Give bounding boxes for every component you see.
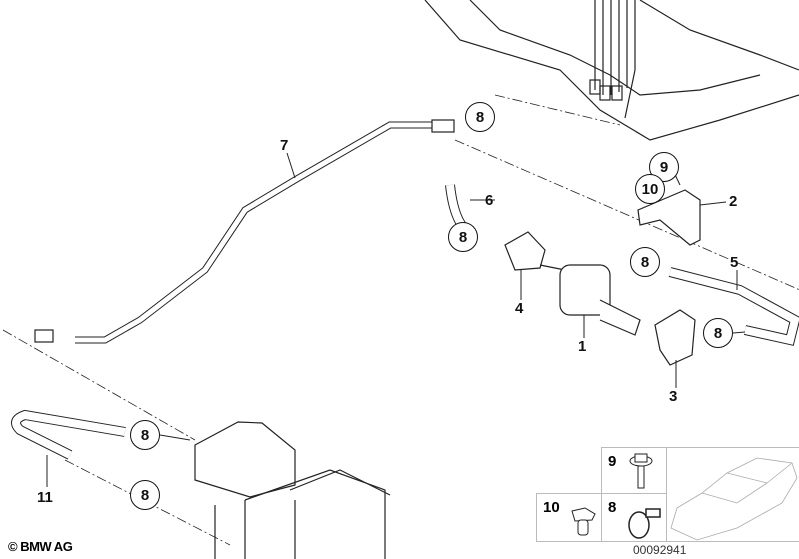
- callout-8-clamp[interactable]: 8: [130, 420, 160, 450]
- bracket-4: [504, 231, 546, 271]
- legend-number: 8: [608, 499, 617, 516]
- callout-3[interactable]: 3: [669, 388, 678, 405]
- callout-11[interactable]: 11: [37, 489, 53, 506]
- callout-8-clamp[interactable]: 8: [630, 247, 660, 277]
- legend-cell-vehicle: [666, 447, 799, 542]
- auxiliary-heater: [194, 421, 391, 559]
- vehicle-silhouette-icon: [670, 457, 798, 541]
- callout-8-clamp[interactable]: 8: [130, 480, 160, 510]
- callout-6[interactable]: 6: [485, 192, 494, 209]
- legend-cell-8[interactable]: 8: [601, 493, 667, 542]
- callout-1[interactable]: 1: [578, 338, 587, 355]
- callout-8-clamp[interactable]: 8: [703, 318, 733, 348]
- legend-number: 9: [608, 453, 617, 470]
- callout-8-clamp[interactable]: 8: [448, 222, 478, 252]
- callout-10[interactable]: 10: [635, 174, 665, 204]
- hose-clamp-icon: [628, 508, 661, 539]
- bolt-icon: [629, 453, 653, 489]
- copyright-text: © BMW AG: [8, 539, 73, 554]
- callout-8-clamp[interactable]: 8: [465, 102, 495, 132]
- callout-7[interactable]: 7: [280, 137, 289, 154]
- callout-2[interactable]: 2: [729, 193, 738, 210]
- legend-cell-10[interactable]: 10: [536, 493, 602, 542]
- callout-4[interactable]: 4: [515, 300, 524, 317]
- vehicle-body-outline: [424, 0, 799, 141]
- bracket-2: [637, 189, 701, 246]
- cable-bundle: [589, 0, 636, 119]
- diagram-number: 00092941: [633, 543, 687, 557]
- push-nut-icon: [571, 507, 596, 536]
- bracket-3: [654, 309, 696, 366]
- legend-number: 10: [543, 499, 560, 516]
- callout-5[interactable]: 5: [730, 254, 739, 271]
- fuel-line: [34, 119, 455, 344]
- legend-cell-9[interactable]: 9: [601, 447, 667, 494]
- fuel-pump: [539, 264, 641, 336]
